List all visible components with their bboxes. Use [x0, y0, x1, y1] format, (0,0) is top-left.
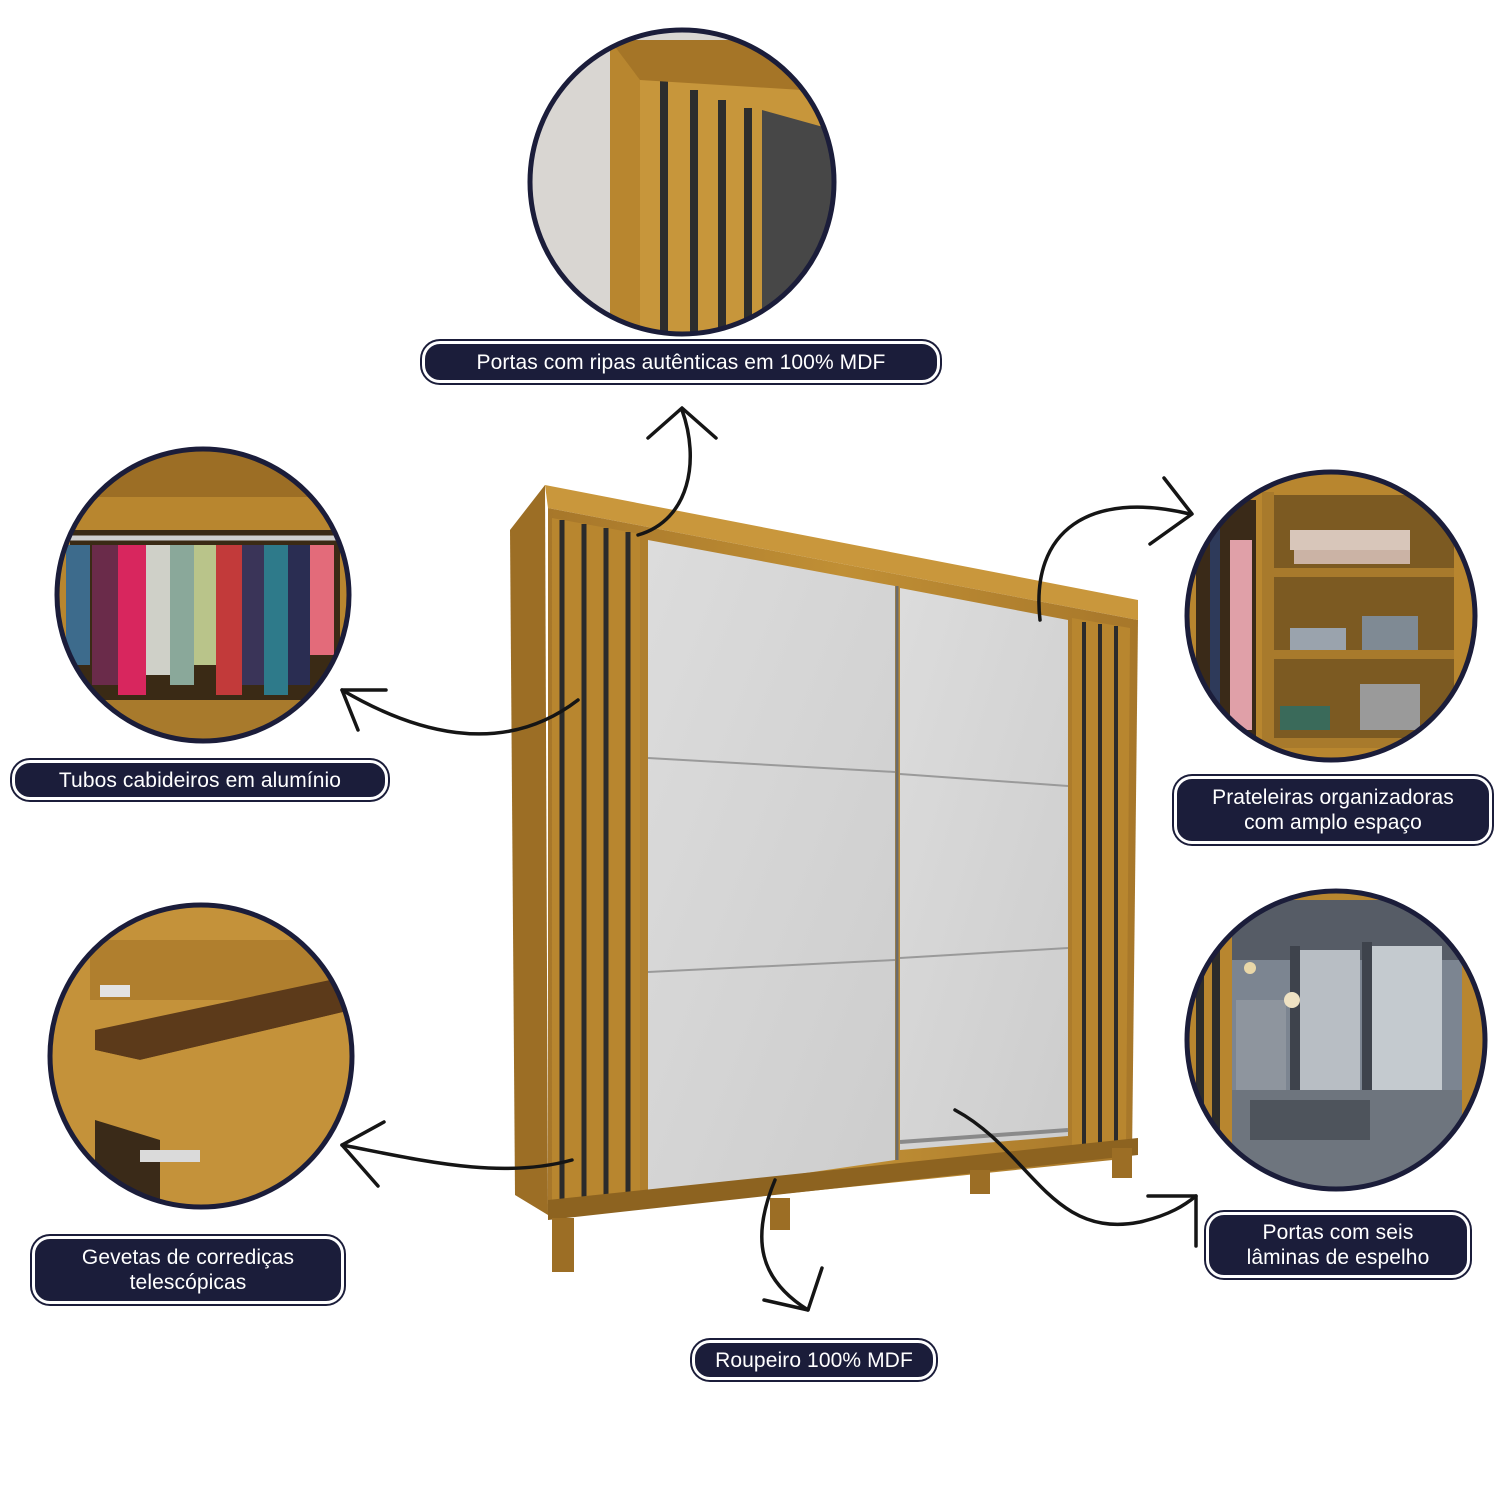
callout-label-mirror-doors: Portas com seis lâminas de espelho [1206, 1212, 1470, 1278]
callout-text: Portas com ripas autênticas em 100% MDF [476, 350, 886, 374]
curved-arrow-icon [953, 1108, 1198, 1248]
callout-label-slatted-doors: Portas com ripas autênticas em 100% MDF [422, 341, 940, 383]
wardrobe-side-panel [510, 485, 548, 1215]
curved-arrow-icon [760, 1178, 824, 1312]
wardrobe-foot [1112, 1148, 1132, 1178]
callout-text: Tubos cabideiros em alumínio [58, 768, 342, 792]
callout-label-hanging-tubes: Tubos cabideiros em alumínio [12, 760, 388, 800]
curved-arrow-icon [340, 688, 580, 736]
wardrobe-foot [770, 1198, 790, 1230]
curved-arrow-icon [1037, 476, 1194, 622]
mirror-door-right [899, 588, 1069, 1150]
wardrobe-foot [552, 1218, 574, 1272]
callout-text-line-2: lâminas de espelho [1246, 1246, 1430, 1269]
callout-text-line-1: Prateleiras organizadoras [1212, 786, 1454, 809]
callout-label-drawers: Gevetas de corrediças telescópicas [32, 1236, 344, 1304]
curved-arrow-icon [636, 406, 718, 537]
curved-arrow-icon [340, 1120, 574, 1188]
detail-circle-hanging-rail [54, 446, 352, 744]
left-slat-panel [552, 518, 640, 1206]
mirror-door-left [647, 540, 896, 1196]
wardrobe [510, 485, 1138, 1272]
callout-text-line-1: Portas com seis [1262, 1221, 1414, 1244]
detail-circle-slats [527, 27, 837, 337]
callout-text-line-1: Gevetas de corrediças [81, 1246, 295, 1269]
callout-label-wardrobe-mdf: Roupeiro 100% MDF [692, 1340, 936, 1380]
callout-label-shelves: Prateleiras organizadoras com amplo espa… [1174, 776, 1492, 844]
wardrobe-foot [970, 1170, 990, 1194]
detail-circle-mirror [1184, 888, 1488, 1192]
callout-text-line-2: telescópicas [129, 1271, 247, 1294]
callout-text: Roupeiro 100% MDF [715, 1348, 913, 1372]
right-slat-panel [1072, 618, 1130, 1150]
detail-circle-shelves [1184, 469, 1478, 763]
callout-text-line-2: com amplo espaço [1244, 811, 1422, 834]
wardrobe-plinth [548, 1138, 1138, 1220]
wardrobe-top [545, 485, 1138, 620]
detail-circle-drawers [47, 902, 355, 1210]
